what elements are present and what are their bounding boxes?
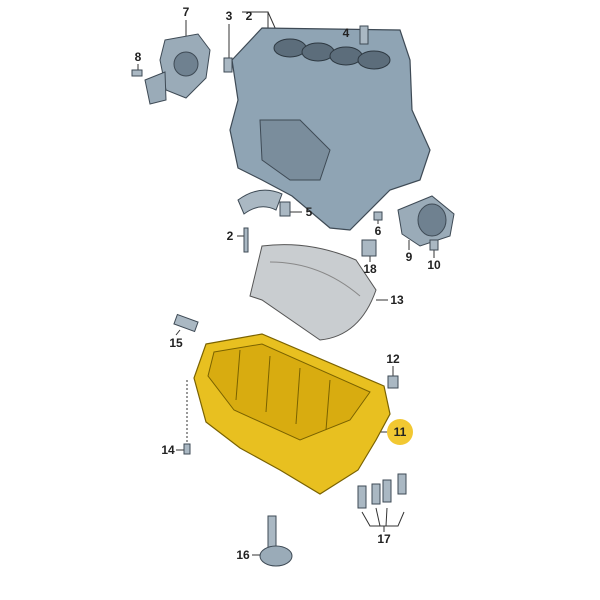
callout-12: 12 xyxy=(386,352,400,366)
callout-16: 16 xyxy=(236,548,250,562)
callout-9: 9 xyxy=(405,250,413,264)
sender-15 xyxy=(173,313,199,333)
dowel-6 xyxy=(373,211,383,221)
callout-3: 3 xyxy=(225,9,233,23)
callout-2-top: 2 xyxy=(245,9,253,23)
callout-2-mid: 2 xyxy=(226,229,234,243)
callout-11-highlighted[interactable]: 11 xyxy=(387,419,413,445)
dipstick-tube xyxy=(259,515,293,567)
bolt-3 xyxy=(223,57,233,73)
oil-jet-5 xyxy=(279,201,291,217)
callout-17: 17 xyxy=(377,532,391,546)
callout-10: 10 xyxy=(427,258,441,272)
oil-baffle xyxy=(249,244,377,341)
bolt-17a xyxy=(357,485,367,509)
callout-5: 5 xyxy=(305,205,313,219)
leader-lines xyxy=(137,11,435,556)
bolt-10 xyxy=(429,239,439,251)
cylinder-block xyxy=(229,27,431,231)
bolt-14 xyxy=(183,443,191,455)
front-seal-flange xyxy=(397,195,455,247)
seal-flange xyxy=(144,33,211,105)
callout-13: 13 xyxy=(390,293,404,307)
bolt-17b xyxy=(371,483,381,505)
callout-7: 7 xyxy=(182,5,190,19)
bearing-cap xyxy=(237,189,283,215)
callout-6: 6 xyxy=(374,224,382,238)
cap-18 xyxy=(361,239,377,257)
bolt-17d xyxy=(397,473,407,495)
dowel-4 xyxy=(359,25,369,45)
callout-15: 15 xyxy=(169,336,183,350)
callout-8: 8 xyxy=(134,50,142,64)
callout-14: 14 xyxy=(161,443,175,457)
bolt-17c xyxy=(382,479,392,503)
callout-4: 4 xyxy=(342,26,350,40)
bolt-2 xyxy=(243,227,249,253)
bolt-8 xyxy=(131,69,143,77)
plug-12 xyxy=(387,375,399,389)
callout-18: 18 xyxy=(363,262,377,276)
oil-pan xyxy=(193,333,391,495)
